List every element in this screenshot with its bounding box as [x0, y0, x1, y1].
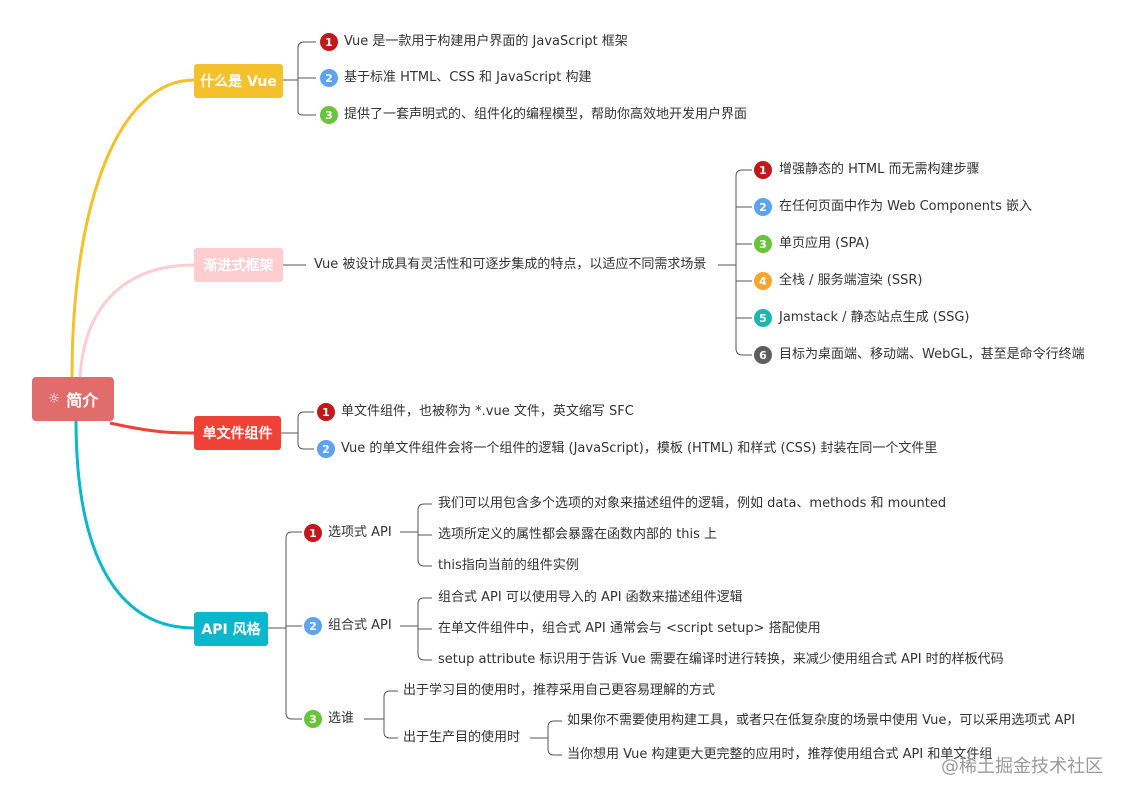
composition-item-3: setup attribute 标识用于告诉 Vue 需要在编译时进行转换，来减…	[438, 652, 1004, 667]
link-root-api	[74, 419, 195, 630]
badge-number-3: 3	[320, 106, 338, 124]
sfc-item-1: 单文件组件，也被称为 *.vue 文件，英文缩写 SFC	[341, 404, 634, 419]
root-label: 简介	[66, 391, 99, 410]
badge-number-6: 6	[754, 346, 772, 364]
production-item-1: 如果你不需要使用构建工具，或者只在低复杂度的场景中使用 Vue，可以采用选项式 …	[567, 713, 1076, 728]
badge-number-2: 2	[320, 69, 338, 87]
bracket-whatis	[283, 41, 316, 116]
badge-number-5: 5	[754, 309, 772, 327]
progressive-item-5: Jamstack / 静态站点生成 (SSG)	[779, 310, 970, 325]
root-node[interactable]: ☼ 简介	[32, 377, 114, 421]
composition-item-1: 组合式 API 可以使用导入的 API 函数来描述组件逻辑	[438, 590, 743, 605]
options-item-1: 我们可以用包含多个选项的对象来描述组件的逻辑，例如 data、methods 和…	[438, 496, 947, 511]
badge-number-1: 1	[754, 161, 772, 179]
options-api-label[interactable]: 选项式 API	[328, 525, 392, 540]
bracket-composition	[400, 597, 432, 661]
whatis-label: 什么是 Vue	[200, 74, 277, 90]
bracket-production	[530, 720, 562, 756]
node-whatis[interactable]: 什么是 Vue	[194, 64, 283, 98]
bracket-api	[268, 531, 302, 720]
progressive-item-4: 全栈 / 服务端渲染 (SSR)	[779, 273, 923, 288]
sfc-item-2: Vue 的单文件组件会将一个组件的逻辑 (JavaScript)，模板 (HTM…	[341, 441, 938, 456]
sfc-label: 单文件组件	[202, 426, 273, 442]
progressive-item-3: 单页应用 (SPA)	[779, 236, 870, 251]
progressive-label: 渐进式框架	[203, 258, 274, 274]
link-root-whatis	[70, 78, 195, 378]
progressive-item-2: 在任何页面中作为 Web Components 嵌入	[779, 199, 1032, 214]
composition-api-label[interactable]: 组合式 API	[328, 618, 392, 633]
bracket-options	[400, 503, 432, 567]
bracket-sfc	[281, 411, 314, 450]
badge-number-2: 2	[754, 198, 772, 216]
composition-item-2: 在单文件组件中，组合式 API 通常会与 <script setup> 搭配使用	[438, 621, 821, 636]
progressive-summary: Vue 被设计成具有灵活性和可逐步集成的特点，以适应不同需求场景	[314, 257, 707, 272]
lightbulb-icon: ☼	[47, 391, 61, 407]
whatis-item-3: 提供了一套声明式的、组件化的编程模型，帮助你高效地开发用户界面	[344, 107, 748, 122]
choose-production-label[interactable]: 出于生产目的使用时	[403, 730, 521, 745]
badge-number-4: 4	[754, 272, 772, 290]
badge-number-1: 1	[317, 403, 335, 421]
badge-number-1: 1	[304, 524, 322, 542]
badge-number-3: 3	[304, 710, 322, 728]
watermark: @稀土掘金技术社区	[941, 756, 1103, 777]
whatis-item-2: 基于标准 HTML、CSS 和 JavaScript 构建	[344, 70, 592, 85]
progressive-item-1: 增强静态的 HTML 而无需构建步骤	[779, 162, 980, 177]
options-item-2: 选项所定义的属性都会暴露在函数内部的 this 上	[438, 527, 717, 542]
whatis-item-1: Vue 是一款用于构建用户界面的 JavaScript 框架	[344, 34, 628, 49]
production-item-2: 当你想用 Vue 构建更大更完整的应用时，推荐使用组合式 API 和单文件组	[567, 747, 993, 762]
badge-number-2: 2	[317, 440, 335, 458]
badge-number-3: 3	[754, 235, 772, 253]
link-root-progressive	[78, 263, 195, 378]
bracket-choose	[364, 690, 398, 739]
bracket-progressive-b	[718, 169, 752, 356]
options-item-3: this指向当前的组件实例	[438, 558, 579, 573]
node-api[interactable]: API 风格	[194, 612, 268, 646]
node-sfc[interactable]: 单文件组件	[194, 416, 281, 450]
api-label: API 风格	[201, 622, 261, 638]
choose-learning: 出于学习目的使用时，推荐采用自己更容易理解的方式	[403, 683, 716, 698]
badge-number-1: 1	[320, 33, 338, 51]
link-root-sfc	[109, 421, 195, 435]
choose-label[interactable]: 选谁	[328, 711, 355, 726]
progressive-item-6: 目标为桌面端、移动端、WebGL，甚至是命令行终端	[779, 347, 1085, 362]
badge-number-2: 2	[304, 617, 322, 635]
node-progressive[interactable]: 渐进式框架	[194, 248, 283, 282]
